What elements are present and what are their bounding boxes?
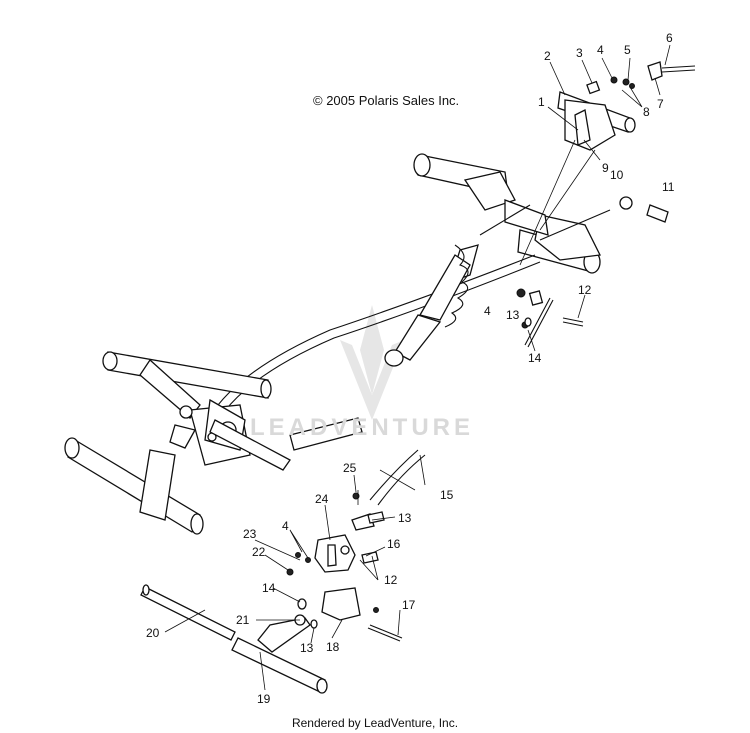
callout-22: 22 xyxy=(252,545,266,559)
callout-8: 8 xyxy=(643,105,650,119)
bolt-hardware-10-11 xyxy=(539,196,669,241)
rear-bracket-assembly xyxy=(557,61,696,151)
callout-14-mid: 14 xyxy=(528,351,542,365)
front-cross-tubes xyxy=(140,584,328,694)
rendered-by-footer: Rendered by LeadVenture, Inc. xyxy=(291,716,459,730)
callout-12-upper: 12 xyxy=(578,283,592,297)
callout-10: 10 xyxy=(610,168,624,182)
callout-4: 4 xyxy=(597,43,604,57)
shock-absorber xyxy=(384,204,531,367)
callout-23: 23 xyxy=(243,527,257,541)
upper-front-arm xyxy=(413,153,601,274)
callout-21: 21 xyxy=(236,613,250,627)
callout-13-lower: 13 xyxy=(398,511,412,525)
callout-19: 19 xyxy=(257,692,271,706)
callout-12-lower: 12 xyxy=(384,573,398,587)
callout-11: 11 xyxy=(662,180,675,194)
callout-15: 15 xyxy=(440,488,454,502)
leader-lines xyxy=(164,44,671,691)
callout-3: 3 xyxy=(576,46,583,60)
callout-17: 17 xyxy=(402,598,416,612)
scissor-bracket xyxy=(169,398,291,471)
callout-25: 25 xyxy=(343,461,357,475)
callout-1: 1 xyxy=(538,95,545,109)
mid-hardware xyxy=(516,288,584,348)
callout-9: 9 xyxy=(602,161,609,175)
callout-6: 6 xyxy=(666,31,673,45)
callout-13-bottom: 13 xyxy=(300,641,314,655)
lower-bracket-parts xyxy=(286,449,426,642)
callout-24: 24 xyxy=(315,492,329,506)
callout-14-lower: 14 xyxy=(262,581,276,595)
callout-16: 16 xyxy=(387,537,401,551)
front-axle-tube xyxy=(64,417,363,535)
callout-labels: 1 2 3 4 5 6 7 8 9 10 11 12 4 13 12 14 15… xyxy=(146,31,675,706)
copyright-notice: © 2005 Polaris Sales Inc. xyxy=(313,93,460,108)
callout-4-mid: 4 xyxy=(484,304,491,318)
callout-18: 18 xyxy=(326,640,340,654)
lower-rear-arm xyxy=(102,351,272,419)
callout-5: 5 xyxy=(624,43,631,57)
callout-2: 2 xyxy=(544,49,551,63)
callout-7: 7 xyxy=(657,97,664,111)
watermark-text: LEADVENTURE xyxy=(250,414,475,441)
callout-20: 20 xyxy=(146,626,160,640)
callout-13-mid: 13 xyxy=(506,308,520,322)
callout-4-lower: 4 xyxy=(282,519,289,533)
